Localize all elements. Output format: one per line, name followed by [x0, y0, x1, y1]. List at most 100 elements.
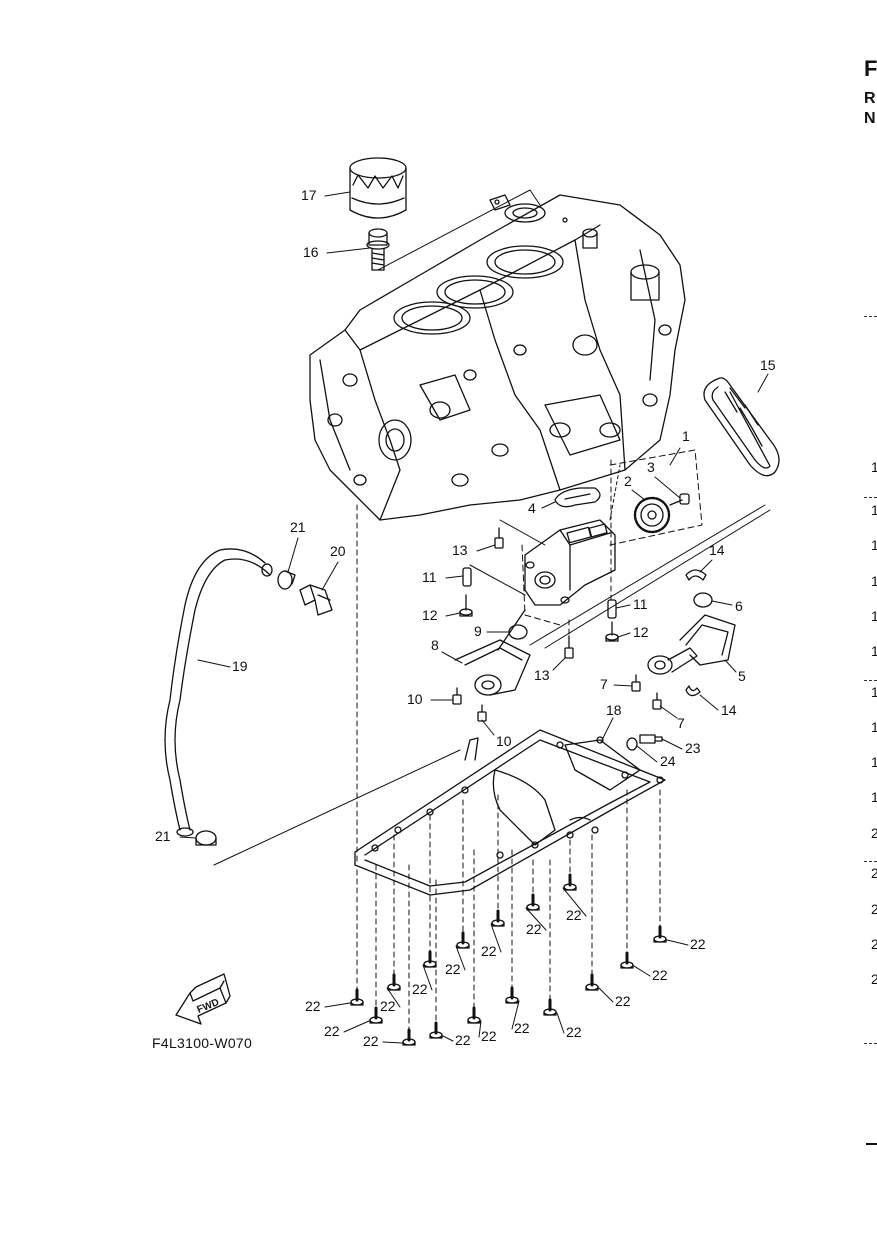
callout-22: 22 — [380, 998, 396, 1014]
bolt — [494, 527, 504, 549]
pan-bolt — [505, 986, 519, 1004]
callout-leader — [757, 373, 769, 393]
callout-11: 11 — [422, 569, 437, 585]
callout-22: 22 — [652, 967, 668, 983]
callout-leader — [613, 684, 633, 687]
margin-number: 2 — [871, 825, 877, 841]
callout-leader — [179, 836, 197, 839]
margin-number: 2 — [871, 901, 877, 917]
callout-20: 20 — [330, 543, 346, 559]
oil-strainer — [647, 614, 736, 675]
margin-number: 2 — [871, 865, 877, 881]
margin-divider — [864, 1043, 877, 1044]
callout-leader — [476, 544, 496, 552]
callout-leader — [478, 1020, 482, 1038]
pan-bolt — [369, 1006, 383, 1024]
callout-10: 10 — [407, 691, 423, 707]
pump-gasket-inner — [564, 493, 591, 500]
pipe-clip — [685, 569, 707, 581]
callout-leader — [287, 537, 299, 573]
margin-number: 1 — [871, 684, 877, 700]
margin-number: 1 — [871, 573, 877, 589]
callout-22: 22 — [514, 1020, 530, 1036]
sprocket-bolt — [669, 493, 690, 506]
hose-clamp — [195, 830, 217, 846]
callout-14: 14 — [709, 542, 725, 558]
callout-leader — [631, 489, 646, 501]
pan-bolt — [585, 973, 599, 991]
callout-22: 22 — [481, 943, 497, 959]
callout-22: 22 — [566, 907, 582, 923]
callout-5: 5 — [738, 668, 746, 684]
pan-bolt — [563, 873, 577, 891]
callout-22: 22 — [412, 981, 428, 997]
margin-divider — [864, 497, 877, 498]
callout-leader — [445, 575, 464, 579]
bolt — [631, 674, 641, 692]
dowel-pin — [462, 567, 472, 587]
margin-number: 1 — [871, 502, 877, 518]
callout-16: 16 — [303, 244, 319, 260]
margin-divider — [864, 680, 877, 681]
hose-clamp — [277, 570, 296, 590]
callout-22: 22 — [481, 1028, 497, 1044]
callout-22: 22 — [455, 1032, 471, 1048]
pan-bolt — [423, 950, 437, 968]
callout-7: 7 — [600, 676, 608, 692]
callout-leader — [552, 657, 566, 671]
margin-number: 1 — [871, 789, 877, 805]
margin-number: 1 — [871, 608, 877, 624]
callout-leader — [661, 738, 683, 750]
callout-leader — [386, 987, 401, 1008]
callout-22: 22 — [324, 1023, 340, 1039]
pump-gasket — [554, 487, 601, 508]
margin-number: 1 — [871, 719, 877, 735]
margin-divider — [864, 316, 877, 317]
callout-22: 22 — [445, 961, 461, 977]
diagram-code: F4L3100-W070 — [152, 1035, 253, 1051]
margin-divider — [864, 861, 877, 862]
callout-14: 14 — [721, 702, 737, 718]
callout-leader — [197, 659, 231, 668]
fwd-label: FWD — [196, 997, 221, 1016]
header-letter-f: F — [864, 56, 877, 81]
callout-leader — [636, 745, 658, 763]
drain-bolt — [639, 734, 663, 744]
callout-leader — [481, 719, 495, 736]
callout-leader — [511, 1000, 520, 1030]
union-bolt — [366, 228, 390, 271]
callout-23: 23 — [685, 740, 701, 756]
leader-line — [469, 519, 546, 596]
pan-bolt — [467, 1006, 481, 1024]
oil-pan — [354, 729, 666, 896]
o-ring — [693, 592, 713, 608]
bolt — [605, 621, 619, 642]
hose-fitting — [299, 584, 333, 616]
callout-6: 6 — [735, 598, 743, 614]
callout-leader — [382, 1041, 403, 1044]
callout-8: 8 — [431, 637, 439, 653]
callout-10: 10 — [496, 733, 512, 749]
callout-13: 13 — [452, 542, 468, 558]
callout-2: 2 — [624, 473, 632, 489]
callout-22: 22 — [526, 921, 542, 937]
assembly-outline — [521, 544, 561, 626]
callout-leader — [562, 887, 587, 917]
bolt — [477, 704, 487, 722]
callout-15: 15 — [760, 357, 776, 373]
callout-leader — [666, 939, 689, 946]
oil-pump — [524, 519, 616, 606]
callout-leader — [324, 191, 351, 197]
oil-pipe — [454, 609, 531, 696]
callout-22: 22 — [363, 1033, 379, 1049]
callout-21: 21 — [290, 519, 306, 535]
margin-rule — [866, 1143, 877, 1145]
pan-bolt — [491, 909, 505, 927]
callout-7: 7 — [677, 715, 685, 731]
callout-leader — [441, 651, 463, 664]
callout-leader — [633, 965, 651, 977]
fwd-arrow-icon: FWD — [175, 973, 231, 1025]
margin-number: 1 — [871, 643, 877, 659]
leader-line — [609, 464, 621, 521]
margin-number: 1 — [871, 459, 877, 475]
